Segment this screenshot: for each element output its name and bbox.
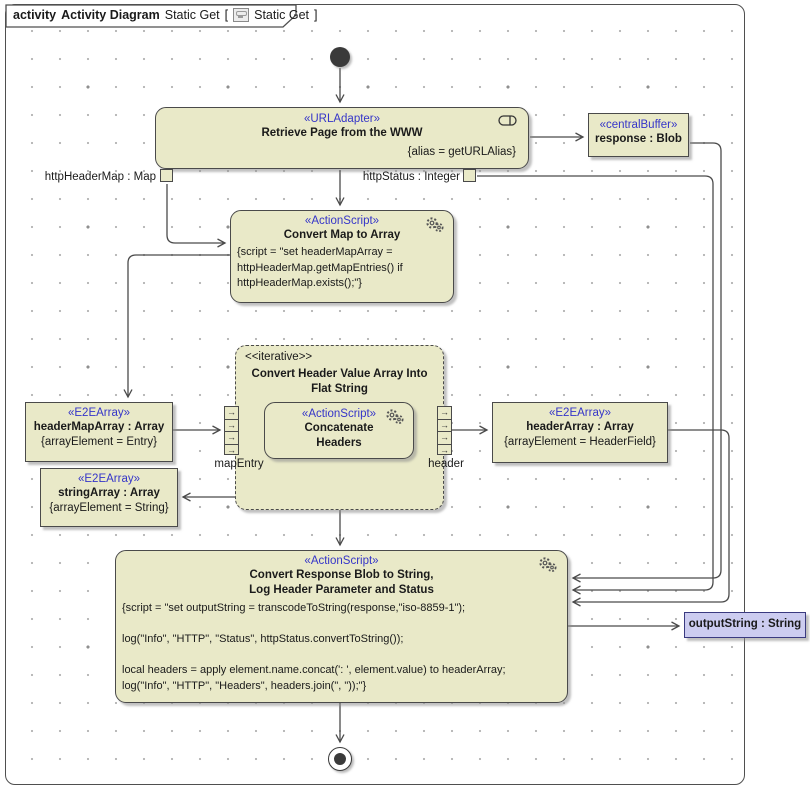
action-name: Retrieve Page from the WWW [261,127,423,139]
action-name: Convert Map to Array [283,229,401,241]
script-line: httpHeaderMap.getMapEntries() if [237,261,403,274]
script-line: log("Info", "HTTP", "Status", httpStatus… [122,633,404,645]
frame-kind: activity [13,8,57,22]
stereotype-label: «URLAdapter» [303,113,381,125]
action-name-line2: Headers [316,437,362,449]
stereotype-label: «ActionScript» [304,215,380,227]
object-node-headerarray[interactable]: «E2EArray» headerArray : Array {arrayEle… [492,402,668,463]
edge-httpstatus-to-convert-response[interactable] [477,175,714,595]
buffer-name: response : Blob [595,133,682,145]
tagged-value: {arrayElement = HeaderField} [504,436,656,448]
gears-icon [386,409,404,424]
script-line: log("Info", "HTTP", "Headers", headers.j… [122,679,367,692]
tagged-value: {arrayElement = String} [49,502,169,514]
output-pin-httpheadermap[interactable] [160,169,173,182]
frame-type: Activity Diagram [61,8,160,22]
initial-node[interactable] [330,47,350,67]
stereotype-label: «E2EArray» [77,473,140,485]
expansion-cell-arrow-icon: → [227,444,236,455]
script-line: {script = "set headerMapArray = [237,246,393,258]
expansion-cell-arrow-icon: → [440,444,449,455]
script-line: local headers = apply element.name.conca… [122,664,506,676]
iterative-stereotype: <<iterative>> [245,351,313,363]
central-buffer-response[interactable]: «centralBuffer» response : Blob [588,113,689,157]
object-name: headerArray : Array [526,421,634,433]
stereotype-label: «ActionScript» [301,408,377,420]
action-name-line1: Concatenate [304,422,374,434]
object-node-headermaparray[interactable]: «E2EArray» headerMapArray : Array {array… [25,402,173,462]
expansion-node-output[interactable]: → → → → [437,406,452,455]
tagged-value: {arrayElement = Entry} [40,436,158,448]
final-node-dot [334,753,346,765]
object-node-stringarray[interactable]: «E2EArray» stringArray : Array {arrayEle… [40,468,178,527]
tagged-value: {alias = getURLAlias} [407,146,516,158]
action-convert-response[interactable]: «ActionScript» Convert Response Blob to … [115,550,568,703]
frame-context-name: Static Get [254,8,310,22]
activity-final-node[interactable] [328,747,352,771]
script-line: {script = "set outputString = transcodeT… [122,602,466,614]
action-name-line1: Convert Response Blob to String, [249,569,434,581]
frame-tab-label: activity Activity Diagram Static Get [ S… [13,7,318,23]
pin-label-httpstatus: httpStatus : Integer [362,171,460,183]
frame-bracket-open: [ [224,8,229,22]
object-name: headerMapArray : Array [33,421,165,433]
stereotype-label: «ActionScript» [304,555,379,567]
object-name: stringArray : Array [58,487,160,499]
action-convert-map-to-array[interactable]: «ActionScript» Convert Map to Array {scr… [230,210,454,303]
frame-tab[interactable] [5,4,297,28]
expansion-output-label: header [428,458,464,470]
expansion-cell-arrow-icon: → [438,432,451,445]
action-retrieve-page[interactable]: «URLAdapter» Retrieve Page from the WWW … [155,107,529,169]
object-name: outputString : String [688,618,802,630]
frame-bracket-close: ] [314,8,318,22]
expansion-cell-arrow-icon: → [225,420,238,433]
expansion-cell-arrow-icon: → [225,432,238,445]
pin-label-httpheadermap: httpHeaderMap : Map [44,171,156,183]
region-name-line1: Convert Header Value Array Into [251,368,428,380]
gears-icon [539,557,557,572]
edge-convert-map-to-headermaparray[interactable] [123,254,230,399]
expansion-cell-arrow-icon: → [438,407,451,420]
script-line [116,617,567,633]
region-name-line2: Flat String [311,383,368,395]
adapter-icon [498,115,517,126]
expansion-cell-arrow-icon: → [225,407,238,420]
edge-headerarray-to-convert-response[interactable] [571,429,730,607]
script-line [116,648,567,664]
activity-diagram-icon [233,8,250,22]
expansion-input-label: mapEntry [214,458,264,470]
output-pin-httpstatus[interactable] [463,169,476,182]
gears-icon [426,217,444,232]
frame-name: Static Get [164,8,220,22]
edge-headermap-pin-to-convert-map[interactable] [166,184,227,248]
stereotype-label: «E2EArray» [548,407,611,419]
expansion-cell-arrow-icon: → [438,420,451,433]
stereotype-label: «E2EArray» [67,407,130,419]
stereotype-label: «centralBuffer» [599,119,678,131]
action-concatenate-headers[interactable]: «ActionScript» Concatenate Headers [264,402,414,459]
expansion-node-input[interactable]: → → → → [224,406,239,455]
action-name-line2: Log Header Parameter and Status [249,584,434,596]
script-line: httpHeaderMap.exists();"} [237,277,362,289]
object-node-outputstring[interactable]: outputString : String [684,612,806,638]
edge-response-to-convert-response[interactable] [571,142,722,583]
